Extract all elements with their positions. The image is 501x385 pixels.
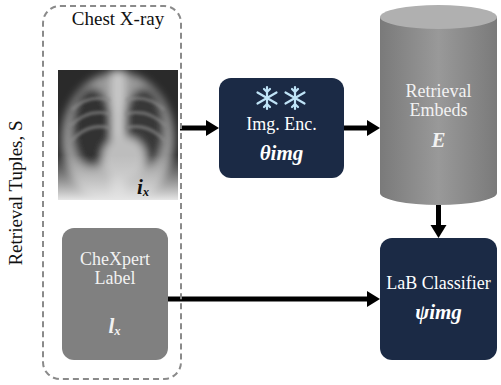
- arrow-connector: [168, 291, 380, 307]
- label-box: CheXpert Label lₓ: [62, 228, 168, 360]
- xray-image: [58, 70, 178, 200]
- math-symbol: iₓ: [137, 176, 150, 199]
- node-title: Retrieval Tuples, S: [6, 120, 27, 265]
- arrow-connector: [431, 205, 447, 238]
- node-title: CheXpert Label: [68, 250, 162, 290]
- math-symbol: ψimg: [415, 301, 462, 324]
- arrow-connector: [344, 120, 380, 136]
- node-title: LaB Classifier: [386, 274, 490, 294]
- group-box: Chest X-rayiₓCheXpert LabellₓRetrieval T…: [42, 5, 182, 380]
- classifier-box: LaB Classifier ψimg: [380, 238, 497, 360]
- image-node: Chest X-ray iₓ: [56, 7, 180, 205]
- node-title: Chest X-ray: [56, 9, 180, 30]
- math-symbol: E: [431, 129, 445, 152]
- arrow-connector: [180, 120, 219, 136]
- math-symbol: lₓ: [109, 315, 122, 338]
- node-title: Img. Enc.: [246, 115, 316, 135]
- math-symbol: θimg: [260, 142, 304, 165]
- encoder-box: Img. Enc. θimg: [219, 78, 344, 178]
- database-cylinder: Retrieval EmbedsE: [380, 5, 497, 205]
- node-title: Retrieval Embeds: [386, 82, 491, 122]
- frozen-icon: [247, 84, 317, 112]
